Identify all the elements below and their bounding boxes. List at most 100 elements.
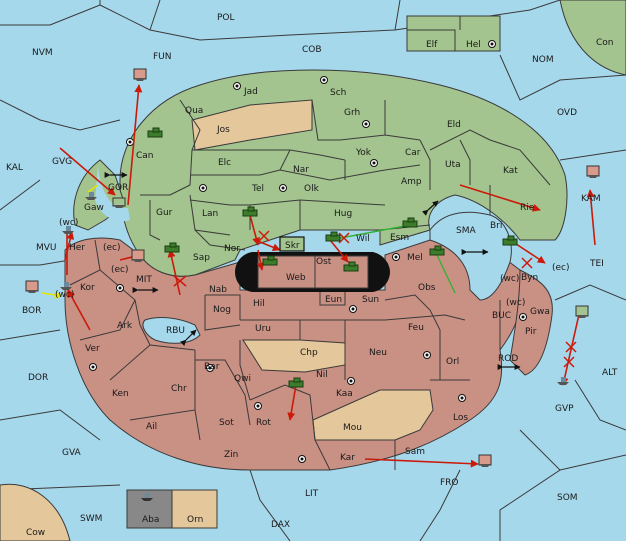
sc-icon [126, 138, 134, 146]
support-line [436, 254, 456, 294]
label-Elc: Elc [218, 158, 231, 168]
label-OVD: OVD [557, 108, 577, 118]
sea-labels: POL NVM FUN COB NOM Con OVD KAL GVG KAM … [6, 13, 618, 538]
fleet-icon [112, 197, 126, 208]
label-Qwi: Qwi [234, 374, 251, 384]
convoy-line [87, 184, 99, 193]
adjacency-arrows [104, 172, 521, 370]
label-Neu: Neu [369, 348, 387, 358]
label-NOM: NOM [532, 55, 554, 65]
label-Nog: Nog [213, 305, 231, 315]
sc-icon [279, 184, 287, 192]
label-Elf: Elf [426, 40, 438, 50]
label-Hil: Hil [253, 299, 265, 309]
green-province-borders [140, 99, 551, 251]
label-LIT: LIT [305, 489, 319, 499]
label-Her: Her [69, 243, 85, 253]
label-Tel: Tel [251, 184, 264, 194]
order-arrows [59, 84, 596, 468]
sc-icon [488, 40, 496, 48]
army-icon [242, 206, 258, 217]
fleet-units[interactable] [25, 68, 600, 501]
label-Web: Web [286, 273, 306, 283]
label-FUN: FUN [153, 52, 172, 62]
label-Feu: Feu [408, 323, 424, 333]
label-Wil: Wil [356, 234, 370, 244]
label-MIT: MIT [136, 275, 152, 285]
fleet-icon [478, 454, 492, 467]
sc-icon [347, 377, 355, 385]
sc-icon [254, 402, 262, 410]
label-Eun: Eun [325, 295, 342, 305]
army-icon [262, 255, 278, 266]
label-Gaw: Gaw [84, 203, 104, 213]
green-province-labels: Elf Hel Jad Sch Qua Jos Grh Eld Can Yok … [84, 40, 535, 263]
label-Orl: Orl [446, 357, 459, 367]
province-Mou[interactable] [312, 389, 434, 441]
label-Qua: Qua [185, 106, 203, 116]
label-BUC: BUC [492, 311, 511, 321]
label-Orn: Orn [187, 515, 203, 525]
label-COB: COB [302, 45, 322, 55]
label-GVG: GVG [52, 157, 72, 167]
fleet-icon [85, 192, 97, 200]
label-Con: Con [596, 38, 614, 48]
province-Web-Ost[interactable] [257, 255, 369, 289]
label-Byn: Byn [521, 273, 538, 283]
sc-icon [349, 305, 357, 313]
sc-icon [206, 364, 214, 372]
strait-gvg [95, 165, 130, 222]
fleet-icon [131, 249, 145, 262]
province-Orn[interactable] [171, 489, 218, 529]
label-DOR: DOR [28, 373, 48, 383]
label-TEI: TEI [589, 259, 604, 269]
label-Amp: Amp [401, 177, 422, 187]
label-ROD: ROD [498, 354, 518, 364]
label-Rie: Rie [520, 203, 535, 213]
label-Los: Los [453, 413, 468, 423]
sc-icon [298, 455, 306, 463]
label-NVM: NVM [32, 48, 53, 58]
label-DAX: DAX [271, 520, 290, 530]
label-Ver: Ver [85, 344, 100, 354]
label-wc-Kor: (wc) [55, 290, 74, 300]
label-ec-Byn: (ec) [552, 263, 570, 273]
army-icon [325, 231, 341, 242]
label-Kat: Kat [503, 166, 518, 176]
label-SWM: SWM [80, 514, 102, 524]
convoy-line [41, 290, 63, 299]
label-Olk: Olk [304, 184, 320, 194]
label-Jos: Jos [216, 125, 230, 135]
label-POL: POL [217, 13, 235, 23]
label-Ken: Ken [112, 389, 129, 399]
sc-icon [89, 363, 97, 371]
lake-sma [429, 211, 512, 301]
label-Sch: Sch [330, 88, 346, 98]
label-Chp: Chp [300, 348, 318, 358]
label-Jad: Jad [243, 87, 258, 97]
red-province-labels: Her (wc) (ec) Ost Mel (ec) Byn (wc) (ec)… [55, 218, 570, 525]
supply-centers [89, 40, 527, 463]
province-Skr-box[interactable] [279, 236, 305, 252]
label-Hug: Hug [334, 209, 352, 219]
sc-icon [320, 76, 328, 84]
label-Cow: Cow [26, 528, 45, 538]
label-Can: Can [136, 151, 154, 161]
label-Sot: Sot [219, 418, 234, 428]
label-Gur: Gur [156, 208, 173, 218]
label-Gwa: Gwa [530, 307, 550, 317]
label-Sap: Sap [193, 253, 210, 263]
label-Ost: Ost [316, 257, 332, 267]
label-Kaa: Kaa [336, 389, 353, 399]
fleet-icon [60, 282, 72, 290]
label-Uta: Uta [445, 160, 461, 170]
province-Pir[interactable] [509, 269, 553, 376]
label-Grh: Grh [344, 108, 360, 118]
army-icon [502, 235, 518, 246]
label-KAL: KAL [6, 163, 23, 173]
label-Mou: Mou [343, 423, 362, 433]
label-Sun: Sun [362, 295, 379, 305]
label-Kor: Kor [80, 283, 95, 293]
